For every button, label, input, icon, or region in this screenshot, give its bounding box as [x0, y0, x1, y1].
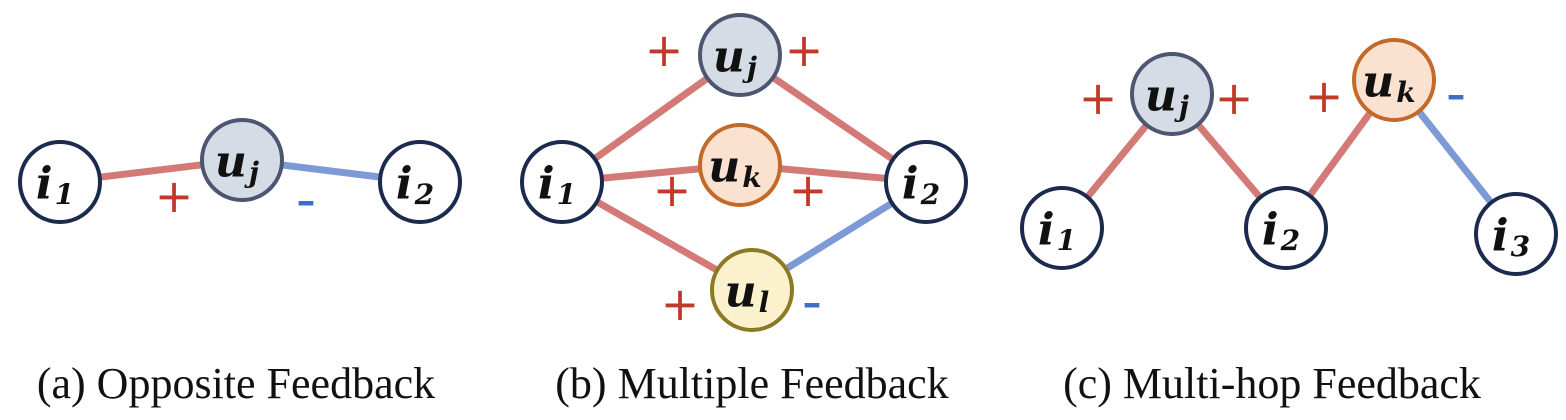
node-label: i2 [1262, 205, 1300, 257]
sign-b-uk-i2: + [789, 163, 828, 217]
sign-a-i1-uj: + [155, 169, 194, 223]
node-circle [1020, 186, 1104, 270]
node-circle [200, 118, 284, 202]
node-a-i2: i2 [378, 140, 462, 224]
node-a-i1: i1 [18, 140, 102, 224]
sign-c-uj-i2: + [1215, 71, 1254, 125]
sign-c-uk-i3: - [1446, 62, 1466, 127]
nodes-layer: i1 uj i2 i1 uj uk ul i2 i1 uj i2 uk i3 [18, 13, 1558, 332]
node-b-i1: i1 [520, 140, 604, 224]
sign-c-i1-uj: + [1079, 71, 1118, 125]
node-b-uj: uj [698, 13, 782, 97]
sign-a-uj-i2: - [296, 168, 316, 233]
sign-b-i1-uk: + [653, 163, 692, 217]
node-c-i1: i1 [1020, 186, 1104, 270]
caption-a: (a) Opposite Feedback [37, 359, 435, 408]
sign-b-uj-i2: + [785, 23, 824, 77]
node-circle [1244, 186, 1328, 270]
node-circle [520, 140, 604, 224]
sign-c-i2-uk: + [1305, 69, 1344, 123]
node-circle [710, 248, 794, 332]
node-c-uk: uk [1352, 38, 1436, 122]
node-circle [698, 123, 782, 207]
node-c-i3: i3 [1474, 192, 1558, 276]
sign-b-i1-ul: + [661, 277, 700, 331]
node-b-i2: i2 [884, 140, 968, 224]
node-circle [1474, 192, 1558, 276]
node-circle [884, 140, 968, 224]
node-c-uj: uj [1130, 52, 1214, 136]
node-circle [1130, 52, 1214, 136]
caption-c: (c) Multi-hop Feedback [1063, 359, 1481, 408]
caption-b: (b) Multiple Feedback [555, 359, 948, 408]
signs-layer: + - + + + + + - + + + - [155, 23, 1466, 335]
node-b-ul: ul [710, 248, 794, 332]
node-c-i2: i2 [1244, 186, 1328, 270]
node-circle [18, 140, 102, 224]
sign-b-i1-uj: + [645, 23, 684, 77]
captions-layer: (a) Opposite Feedback (b) Multiple Feedb… [37, 359, 1481, 408]
node-label: i3 [1492, 211, 1530, 263]
node-b-uk: uk [698, 123, 782, 207]
node-circle [698, 13, 782, 97]
sign-b-ul-i2: - [802, 270, 822, 335]
node-circle [1352, 38, 1436, 122]
node-circle [378, 140, 462, 224]
node-a-uj: uj [200, 118, 284, 202]
